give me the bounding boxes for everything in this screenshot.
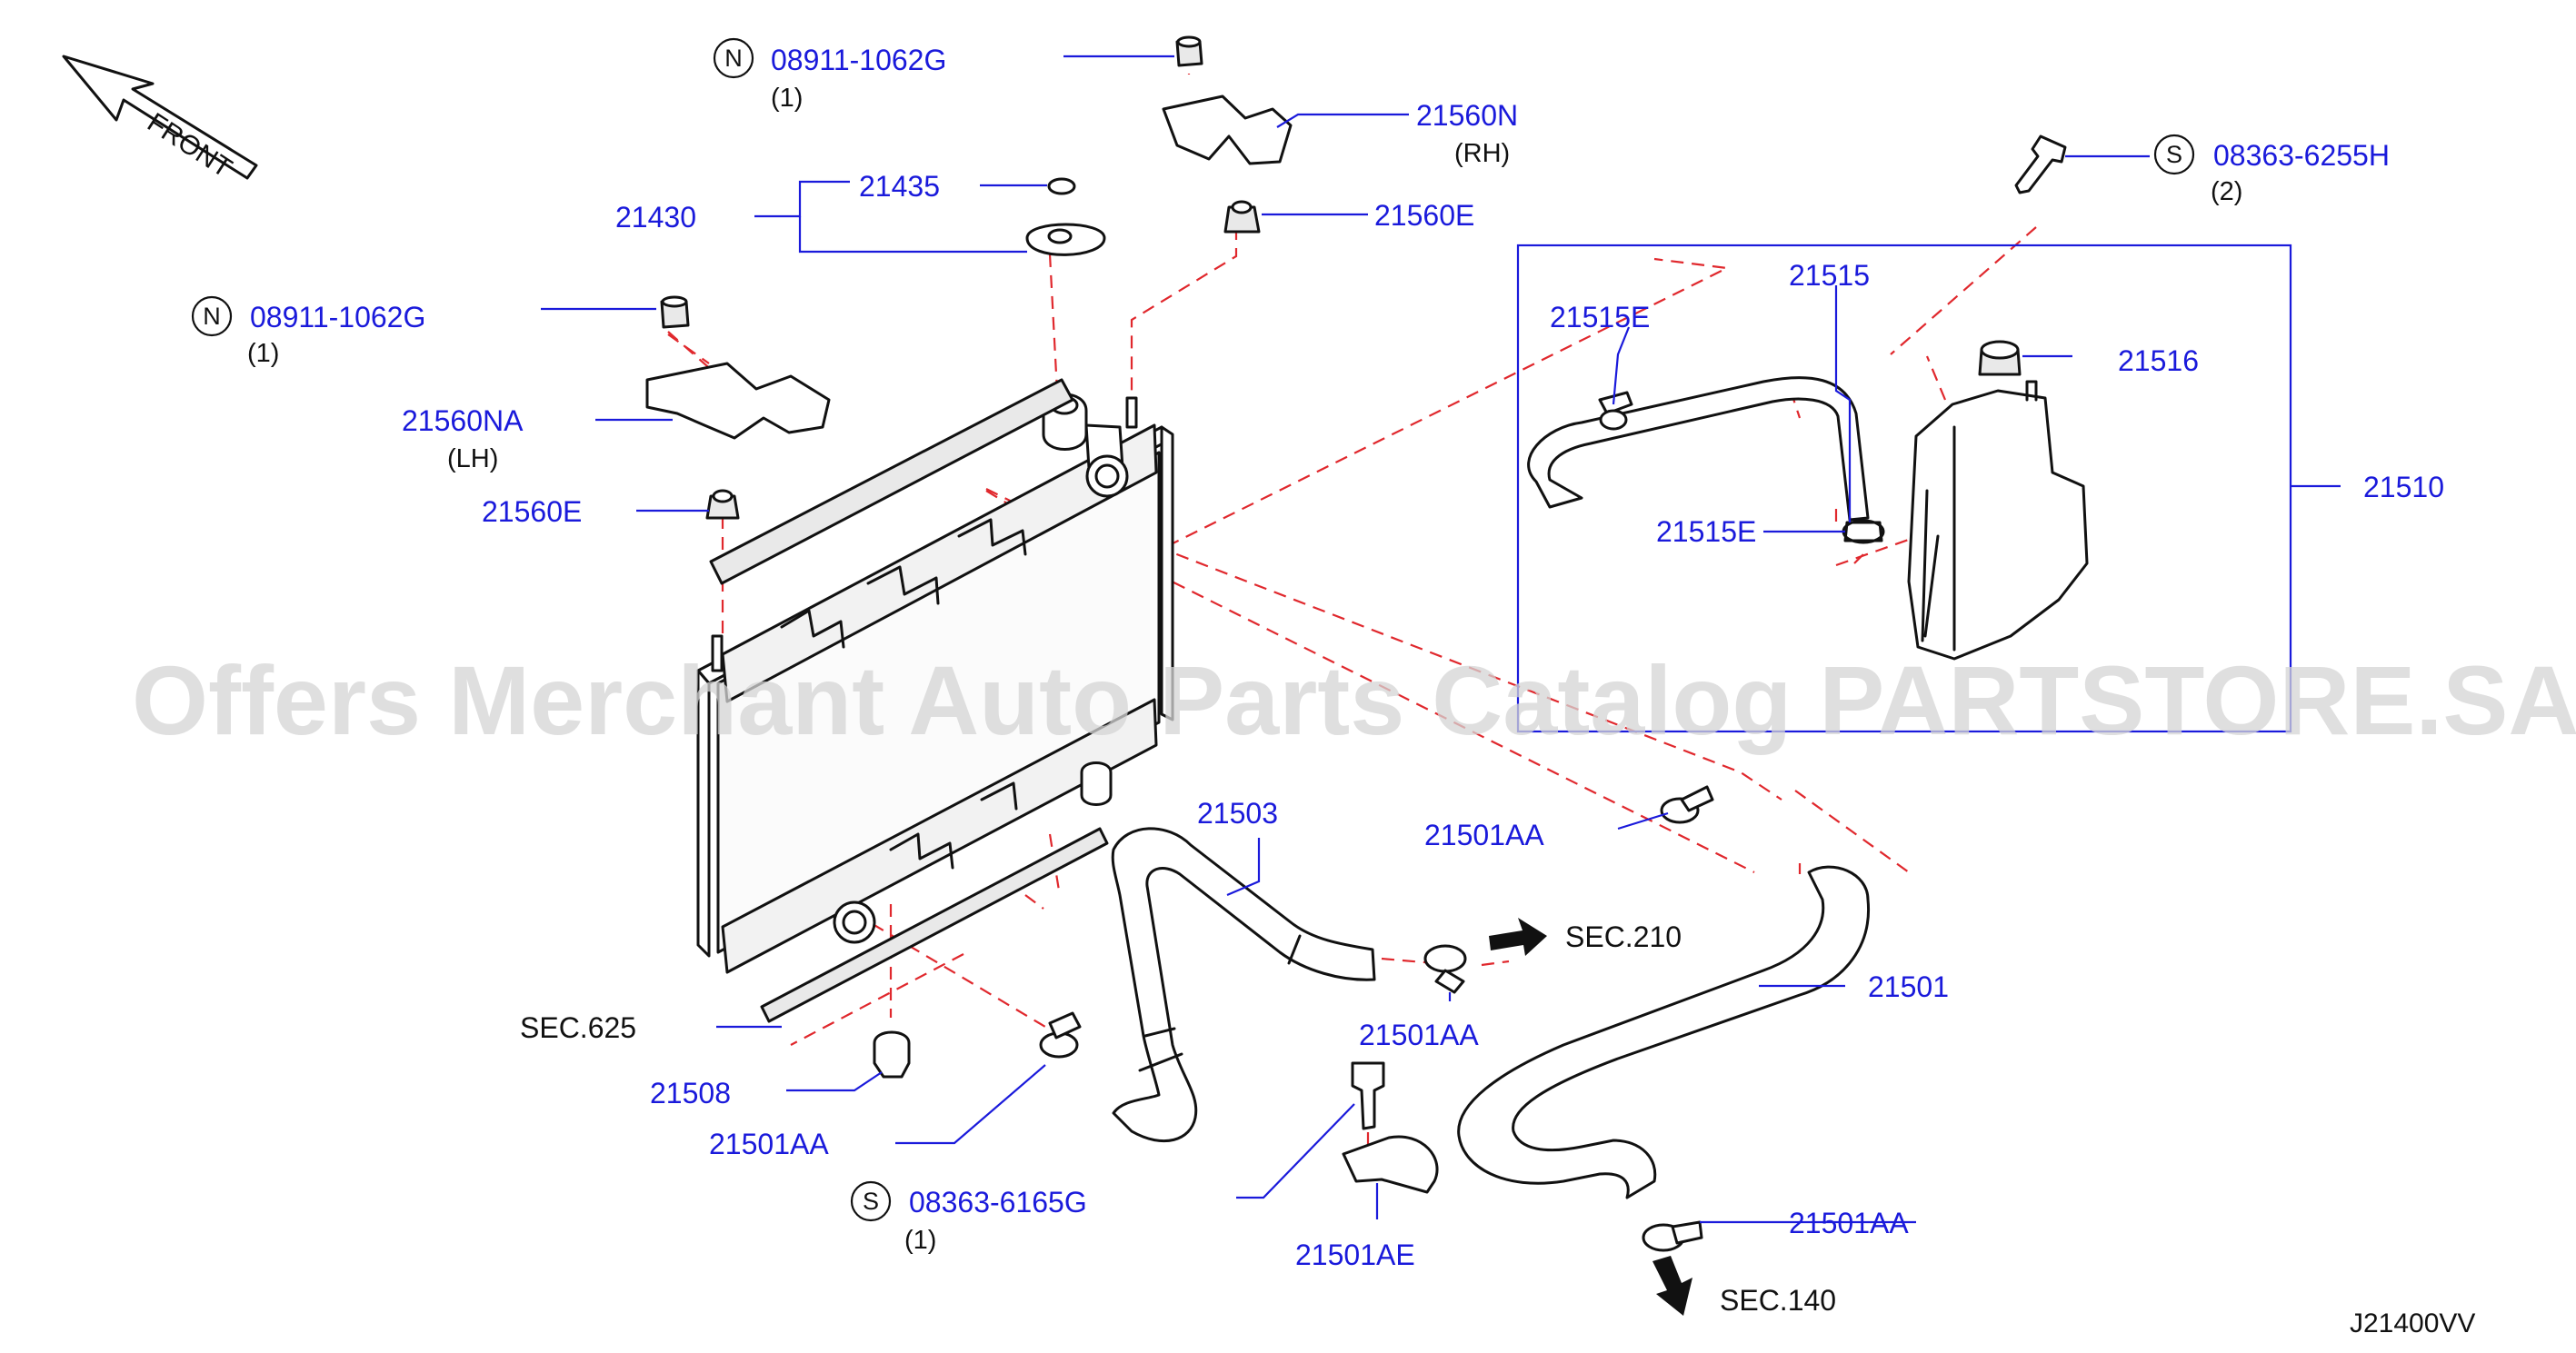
hose-bracket-part [1342,1135,1439,1194]
reservoir-cap-part [1978,340,2022,376]
bracket-rh-part [1162,95,1293,165]
label-clamp-upper[interactable]: 21501AA [1424,819,1544,851]
drain-plug-part [873,1030,911,1079]
reservoir-tank-part [1907,389,2089,661]
nut-left-qty: (1) [247,339,279,368]
clamp-lower-part [1642,1220,1703,1252]
label-mount-top[interactable]: 21560E [1374,199,1474,232]
label-clamp-sec210[interactable]: 21501AA [1359,1019,1479,1051]
s-prefix: S [2166,141,2182,168]
bracket-rh-side: (RH) [1454,139,1510,168]
label-clamp-lower[interactable]: 21501AA [1789,1207,1909,1239]
front-direction-arrow: FRONT [62,55,258,184]
label-nut-top[interactable]: N 08911-1062G (1) [713,37,946,113]
bolt-bottom-part [1351,1061,1385,1130]
bolt-reservoir-number: 08363-6255H [2213,139,2390,172]
sec210-arrow [1489,918,1547,956]
nut-top-part [1175,35,1203,67]
label-upper-hose[interactable]: 21503 [1197,797,1278,830]
label-lower-hose[interactable]: 21501 [1868,970,1949,1003]
label-reservoir-cap[interactable]: 21516 [2118,344,2199,377]
clamp-upper-part [1660,785,1714,824]
bolt-reservoir-qty: (2) [2211,177,2242,206]
sec140-arrow [1652,1256,1692,1316]
drawing-code: J21400VV [2350,1308,2475,1338]
s-circle-icon [2153,134,2195,175]
nut-top-number: 08911-1062G [771,44,946,76]
label-clamp-left[interactable]: 21501AA [709,1128,829,1160]
radiator-cap-part [1025,223,1106,256]
label-bolt-bottom[interactable]: S 08363-6165G (1) [850,1180,1087,1255]
n-prefix: N [724,45,743,72]
bolt-bottom-number: 08363-6165G [909,1186,1087,1219]
bracket-lh-part [645,362,831,440]
overflow-hose-part [1527,376,1870,522]
n-circle-icon [713,37,754,79]
label-drain-plug[interactable]: 21508 [650,1077,731,1109]
label-hose-bracket[interactable]: 21501AE [1295,1239,1415,1271]
label-reservoir-tank[interactable]: 21510 [2363,471,2444,503]
label-bracket-lh[interactable]: 21560NA (LH) [402,404,524,473]
nut-left-part [660,295,690,329]
hose-clamp-top-part [1598,391,1633,431]
label-sec140[interactable]: SEC.140 [1720,1284,1836,1317]
upper-hose-part [1111,827,1376,1143]
nut-left-number: 08911-1062G [250,301,425,333]
label-bolt-reservoir[interactable]: S 08363-6255H (2) [2153,134,2390,206]
label-bracket-rh[interactable]: 21560N (RH) [1416,99,1518,168]
label-radiator-cap[interactable]: 21430 [615,201,696,234]
label-nut-left[interactable]: N 08911-1062G (1) [191,295,425,368]
lower-hose-part [1457,865,1871,1199]
lower-seal-strip [760,827,1109,1023]
label-hose-clamp-bottom[interactable]: 21515E [1656,515,1756,548]
bolt-bottom-qty: (1) [904,1226,936,1255]
mount-left-part [705,489,740,520]
nut-top-qty: (1) [771,84,803,113]
upper-seal-strip [709,378,1074,585]
clamp-left-part [1039,1011,1082,1059]
clamp-sec210-part [1423,944,1467,994]
bracket-lh-number: 21560NA [402,404,524,437]
leader-lines [541,55,2341,1224]
label-cap-seal[interactable]: 21435 [859,170,940,203]
label-sec210[interactable]: SEC.210 [1565,920,1682,953]
n-circle-icon [191,295,233,337]
label-overflow-hose[interactable]: 21515 [1789,259,1870,292]
n-prefix: N [203,303,221,330]
s-prefix: S [863,1188,879,1215]
watermark-text: Offers Merchant Auto Parts Catalog PARTS… [132,645,2576,755]
label-mount-left[interactable]: 21560E [482,495,582,528]
cap-seal-part [1047,177,1076,195]
label-hose-clamp-top[interactable]: 21515E [1550,301,1650,333]
s-circle-icon [850,1180,892,1222]
label-sec625[interactable]: SEC.625 [520,1011,636,1044]
reservoir-group-frame [1516,244,2292,733]
bolt-reservoir-part [2014,134,2067,194]
hose-clamp-bottom-part [1842,519,1885,544]
bracket-rh-number: 21560N [1416,99,1518,132]
bracket-lh-side: (LH) [447,444,498,473]
radiator-core [696,393,1174,974]
mount-top-part [1223,200,1261,234]
